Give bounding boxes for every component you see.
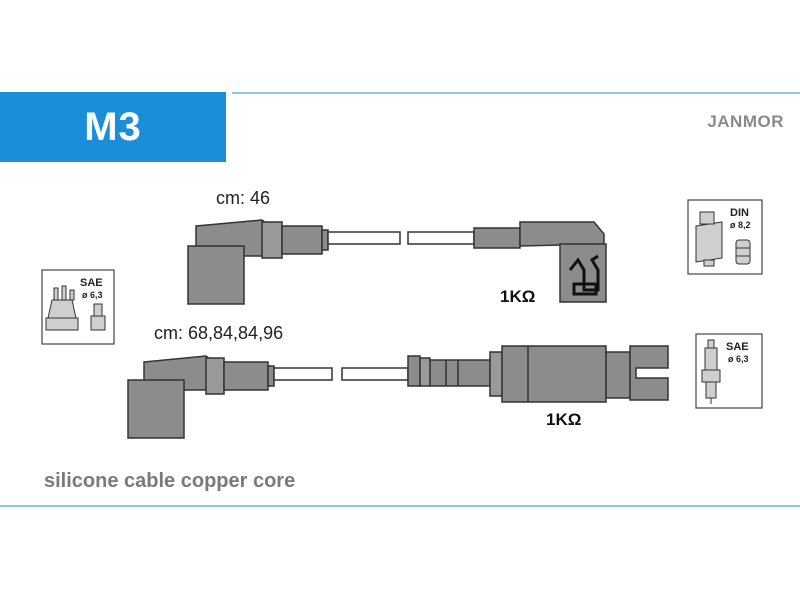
- terminal-pin-icon: [90, 303, 106, 331]
- lead-1-resistance: 1KΩ: [500, 287, 536, 306]
- lead-2-straight-plug-boot: [407, 345, 669, 403]
- lead-1-left-angled-boot: [187, 219, 329, 305]
- ignition-coil-icon: [695, 211, 723, 267]
- lead-2-resistance: 1KΩ: [546, 410, 582, 429]
- terminal-socket-icon: [735, 239, 751, 265]
- coil-badge-diameter: ø 8,2: [730, 220, 751, 230]
- distributor-badge-diameter: ø 6,3: [82, 290, 103, 300]
- distributor-badge-standard: SAE: [80, 277, 103, 289]
- top-divider: [232, 92, 800, 94]
- lead-2-length-label: cm: 68,84,84,96: [154, 323, 284, 343]
- spark-plug-icon: [701, 339, 721, 404]
- lead-2-cable: [273, 367, 409, 381]
- lead-1-cable: [327, 231, 475, 245]
- coil-badge-standard: DIN: [730, 207, 749, 219]
- model-code: M3: [84, 104, 142, 149]
- spark-plug-badge: SAE ø 6,3: [695, 333, 763, 409]
- bottom-divider: [0, 505, 800, 507]
- lead-2-left-angled-boot: [127, 355, 275, 439]
- model-code-box: M3: [0, 92, 226, 162]
- brand-name: JANMOR: [707, 112, 784, 131]
- distributor-badge: SAE ø 6,3: [41, 269, 115, 345]
- lead-1-length-label: cm: 46: [216, 188, 271, 208]
- spark-plug-badge-diameter: ø 6,3: [728, 354, 749, 364]
- cable-description: silicone cable copper core: [44, 470, 296, 492]
- lead-1-right-angled-boot: [473, 221, 607, 303]
- spark-plug-badge-standard: SAE: [726, 341, 749, 353]
- distributor-cap-icon: [45, 285, 79, 331]
- coil-badge: DIN ø 8,2: [687, 199, 763, 275]
